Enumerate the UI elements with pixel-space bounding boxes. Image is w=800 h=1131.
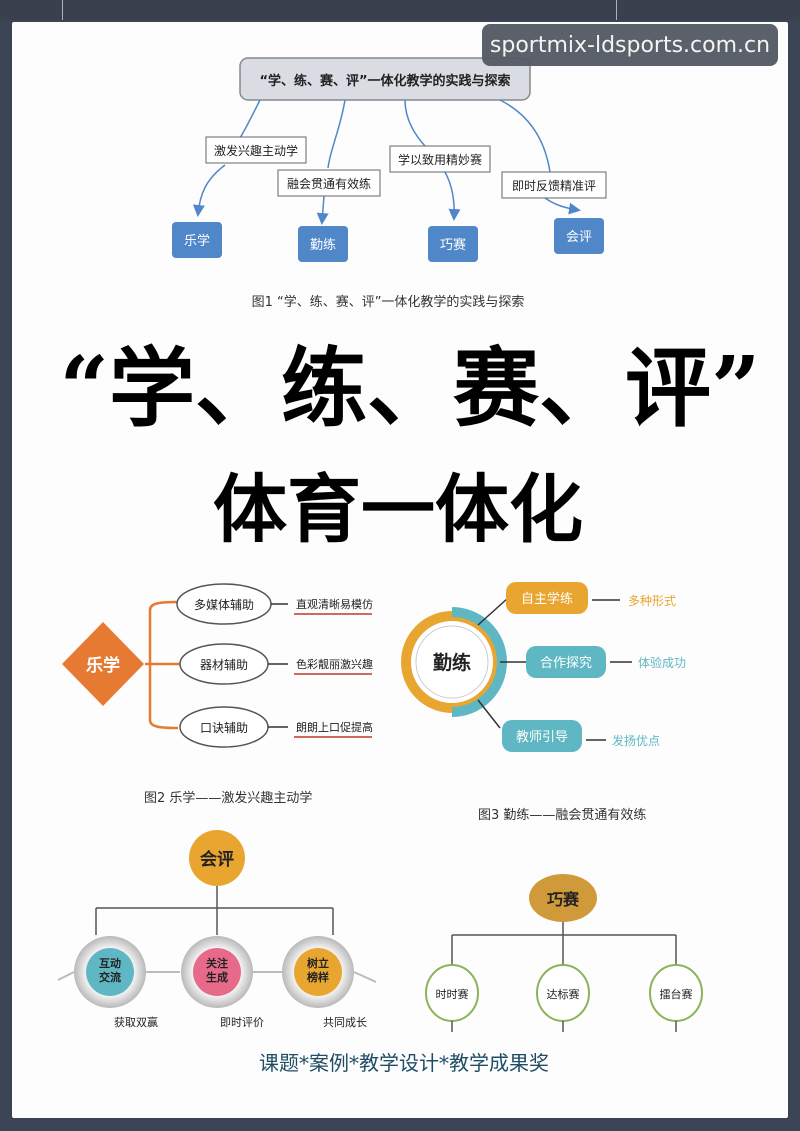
fig1-label-box xyxy=(277,169,381,197)
headline-line2: 体育一体化 xyxy=(213,467,583,553)
fig1-node-huiping xyxy=(554,218,604,254)
fig1-label-box xyxy=(501,171,607,199)
fig3-center-circle xyxy=(415,625,489,699)
fig3-link xyxy=(477,597,509,626)
fig1-label: 激发兴趣主动学 xyxy=(214,143,298,158)
top-strip xyxy=(0,0,800,20)
fig1-root-box xyxy=(239,57,531,101)
fig5-root-text: 巧赛 xyxy=(547,890,580,909)
fig4-note: 共同成长 xyxy=(323,1016,367,1029)
fig4-note: 即时评价 xyxy=(220,1016,264,1029)
fig1-connector xyxy=(444,171,461,221)
strip-divider xyxy=(616,0,617,20)
fig5-item-text: 达标赛 xyxy=(547,987,580,1001)
fig1-connector xyxy=(192,164,226,217)
fig3-note: 发扬优点 xyxy=(612,733,660,748)
fig3-caption: 图3 勤练——融会贯通有效练 xyxy=(478,808,646,823)
fig4-root-text: 会评 xyxy=(200,849,234,870)
fig2-note: 色彩靓丽激兴趣 xyxy=(296,657,373,671)
fig1-connector xyxy=(544,197,581,215)
fig4-item-text: 树立榜样 xyxy=(307,956,329,984)
strip-divider xyxy=(62,0,63,20)
fig3-item-text: 教师引导 xyxy=(516,729,568,745)
fig1-node-qiaosai xyxy=(428,226,478,262)
fig3-note: 多种形式 xyxy=(628,594,676,608)
fig1-node-text: 乐学 xyxy=(184,233,210,249)
fig3-item-box xyxy=(526,646,606,678)
fig3-link xyxy=(477,699,501,729)
fig4-item-circle xyxy=(86,948,134,996)
fig4-root-circle xyxy=(189,830,245,886)
fig1-label: 即时反馈精准评 xyxy=(512,179,596,193)
fig1-label-box xyxy=(205,136,307,164)
headline-line1: “学、练、赛、评” xyxy=(60,338,761,439)
fig3-note: 体验成功 xyxy=(638,655,686,670)
fig1-node-lexue xyxy=(172,222,222,258)
fig2-caption: 图2 乐学——激发兴趣主动学 xyxy=(144,790,312,806)
fig4-item-text: 互动交流 xyxy=(99,956,121,984)
fig2-item-text: 器材辅助 xyxy=(200,658,248,672)
fig1-caption: 图1 “学、练、赛、评”一体化教学的实践与探索 xyxy=(252,294,525,310)
fig2-item-text: 多媒体辅助 xyxy=(194,598,254,612)
fig4-connectors xyxy=(57,971,377,983)
fig1-node-text: 会评 xyxy=(566,230,592,245)
fig3-item-box xyxy=(502,720,582,752)
fig5-item-text: 时时赛 xyxy=(436,987,469,1001)
fig1-connector xyxy=(316,195,329,225)
fig2-bracket xyxy=(145,600,180,730)
fig5-item-text: 擂台赛 xyxy=(660,987,693,1001)
fig1-label: 融会贯通有效练 xyxy=(287,176,371,191)
fig4-item-circle xyxy=(294,948,342,996)
fig1-connector xyxy=(327,99,346,169)
fig1-node-qinlian xyxy=(298,226,348,262)
fig3-item-text: 自主学练 xyxy=(521,591,573,607)
fig1-label: 学以致用精妙赛 xyxy=(398,152,482,167)
fig2-note: 直观清晰易模仿 xyxy=(296,597,373,611)
fig2-center-text: 乐学 xyxy=(86,655,120,676)
fig1-node-text: 巧赛 xyxy=(440,237,466,253)
fig1-label-box xyxy=(389,145,491,173)
fig1-connector xyxy=(499,99,551,173)
fig1-connector xyxy=(239,99,261,139)
fig2-note: 朗朗上口促提高 xyxy=(296,720,373,734)
fig4-diagram: 会评 互动交流 关注生成 树立榜样 获取双赢 即时评价 共同成长 xyxy=(57,830,377,1029)
footer-text: 课题*案例*教学设计*教学成果奖 xyxy=(259,1051,549,1075)
fig5-diagram: 巧赛 时时赛 达标赛 擂台赛 xyxy=(425,874,703,1032)
fig1-node-text: 勤练 xyxy=(310,238,336,253)
fig2-item-text: 口诀辅助 xyxy=(200,721,248,735)
fig4-note: 获取双赢 xyxy=(114,1015,158,1029)
fig3-item-box xyxy=(506,582,588,614)
watermark: sportmix-ldsports.com.cn xyxy=(482,24,778,66)
fig4-item-text: 关注生成 xyxy=(206,956,228,984)
fig3-diagram: 勤练 自主学练 合作探究 教师引导 多种形式 体验成功 发扬优点 图3 勤练——… xyxy=(401,582,686,823)
fig1-diagram: “学、练、赛、评”一体化教学的实践与探索 激发兴趣主动学 融会贯通有效练 学以致… xyxy=(172,57,607,310)
fig3-item-text: 合作探究 xyxy=(540,656,592,671)
fig2-diagram: 乐学 多媒体辅助 器材辅助 口诀辅助 直观清晰易模仿 色彩靓丽激兴趣 朗朗上口促… xyxy=(62,583,373,806)
fig3-center-text: 勤练 xyxy=(433,651,471,674)
fig5-root xyxy=(529,874,597,922)
fig1-connector xyxy=(404,99,426,147)
fig1-root-text: “学、练、赛、评”一体化教学的实践与探索 xyxy=(259,73,510,89)
fig2-diamond xyxy=(62,622,144,706)
fig4-item-circle xyxy=(193,948,241,996)
